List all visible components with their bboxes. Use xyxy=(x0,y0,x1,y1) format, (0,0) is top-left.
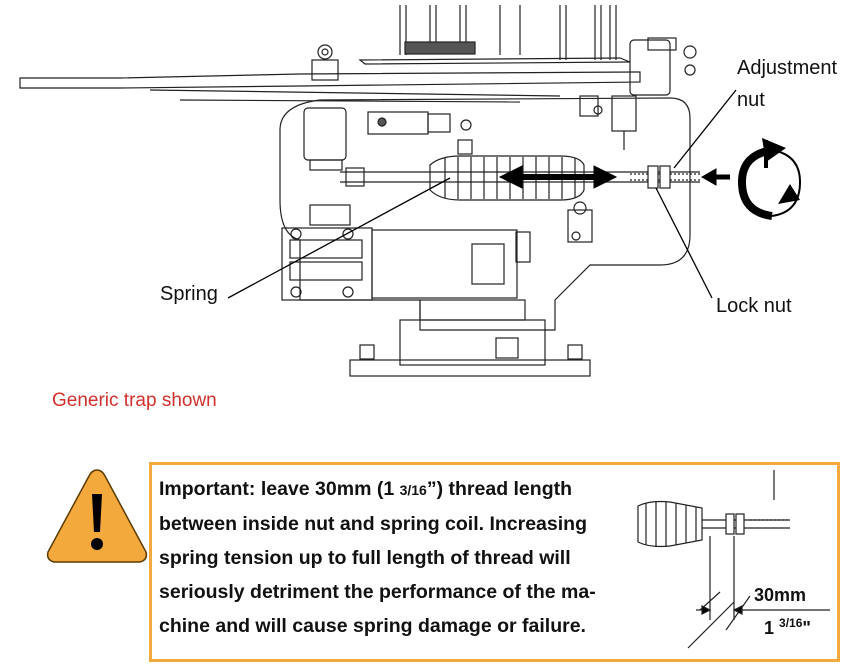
actuator xyxy=(367,111,473,155)
tension-arrow xyxy=(498,165,618,189)
dim-mm-label: 30mm xyxy=(754,585,807,605)
warning-text: Important: leave 30mm (1 3/16”) thread l… xyxy=(159,478,596,637)
figure-caption: Generic trap shown xyxy=(52,390,217,411)
thread-length-inset xyxy=(637,470,830,649)
lower-mechanism xyxy=(281,105,603,301)
adjustment-nut-label: Adjustment nut xyxy=(737,57,838,111)
warning-box xyxy=(149,462,840,662)
threaded-end xyxy=(630,165,700,189)
spring-leader xyxy=(227,177,451,299)
lock-nut-label: Lock nut xyxy=(716,295,792,317)
adjustment-nut-leader xyxy=(673,89,737,169)
lock-nut-leader xyxy=(655,187,713,299)
trap-mechanism-diagram xyxy=(19,5,804,377)
upper-bracket xyxy=(579,37,697,150)
housing xyxy=(279,97,691,331)
spring-label: Spring xyxy=(160,283,218,305)
rotate-arrow-icon xyxy=(737,138,804,220)
dim-inch-label: 1 3/16" xyxy=(764,616,811,638)
inset-spring xyxy=(637,500,703,548)
push-arrow xyxy=(700,168,730,186)
top-frame xyxy=(399,5,617,60)
left-cylinder xyxy=(303,44,347,171)
base-mount xyxy=(349,299,591,377)
warning-icon xyxy=(46,469,148,563)
